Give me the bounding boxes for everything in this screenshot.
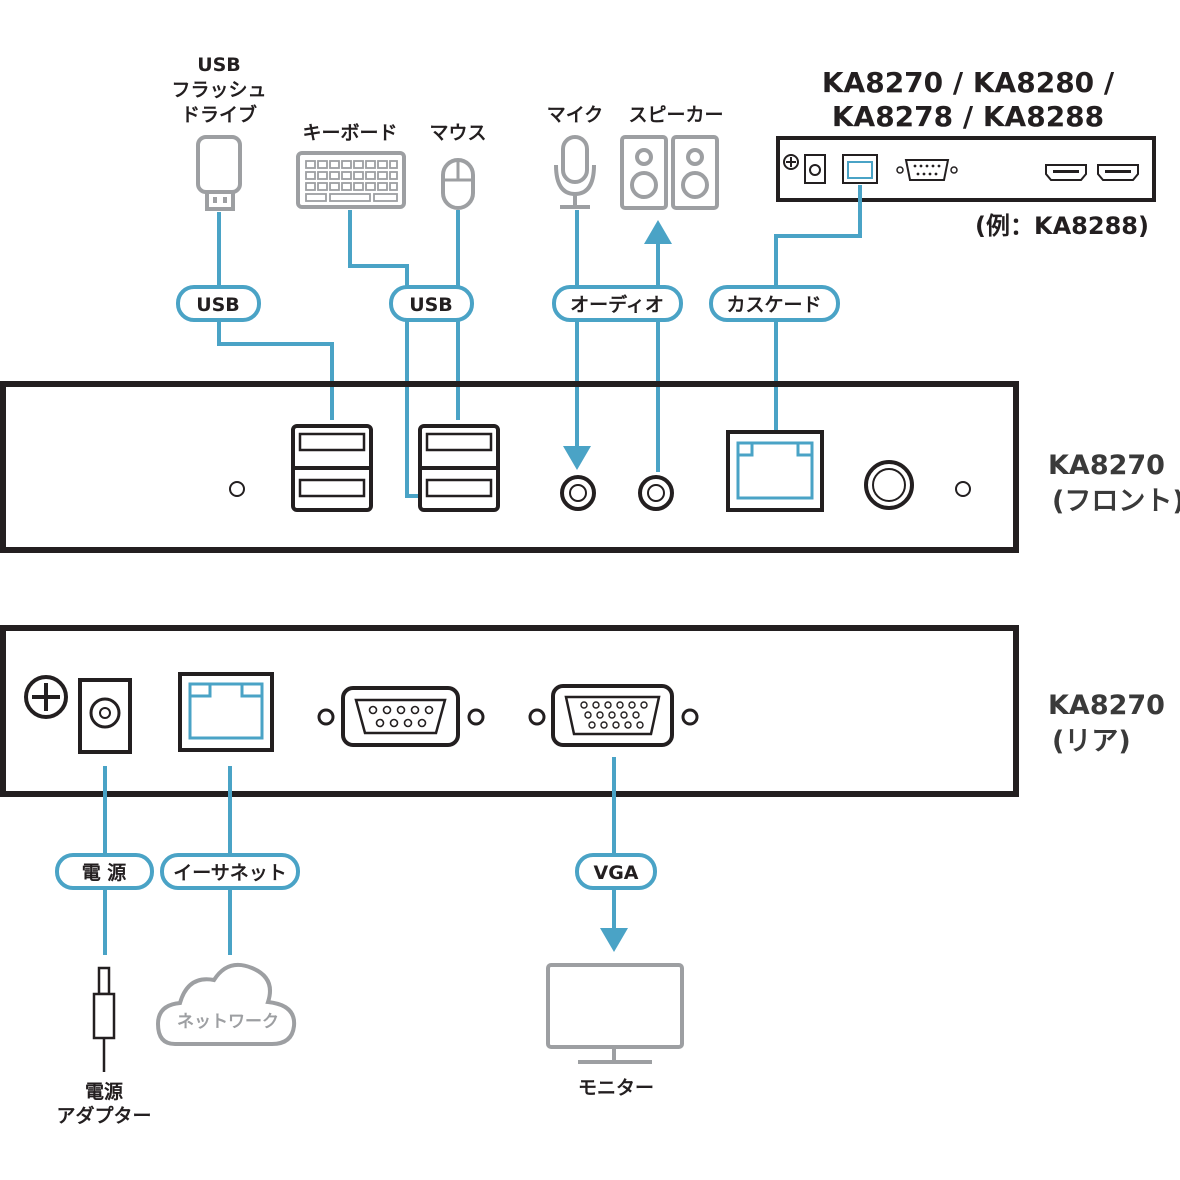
cascade-device — [776, 136, 1156, 202]
usb-pill-2: USB — [389, 285, 474, 322]
hdmi-port-1 — [1045, 164, 1087, 181]
svg-text:電 源: 電 源 — [82, 861, 127, 884]
front-panel — [0, 381, 1019, 553]
vga-pill: VGA — [575, 853, 657, 890]
mouse-icon — [441, 158, 475, 210]
keyboard-label: キーボード — [302, 122, 397, 144]
rear-panel — [0, 625, 1019, 797]
monitor-icon — [546, 963, 684, 1064]
dc-power-jack — [78, 678, 132, 754]
front-rj45-port — [726, 430, 824, 512]
power-adapter-label: 電源 アダプター — [56, 1080, 151, 1127]
power-pill: 電 源 — [55, 853, 154, 890]
svg-text:(リア): (リア) — [1052, 726, 1131, 757]
svg-text:KA8270: KA8270 — [1048, 450, 1165, 481]
svg-text:オーディオ: オーディオ — [570, 293, 664, 316]
svg-text:USB: USB — [196, 294, 240, 316]
mic-jack — [560, 475, 596, 511]
svg-text:(フロント): (フロント) — [1052, 486, 1180, 517]
svg-text:USB: USB — [197, 54, 241, 76]
audio-pill: オーディオ — [552, 285, 683, 322]
svg-text:KA8270 / KA8280 /: KA8270 / KA8280 / — [822, 66, 1115, 99]
svg-text:KA8270: KA8270 — [1048, 690, 1165, 721]
speakers-icon — [620, 135, 719, 210]
mouse-label: マウス — [429, 122, 486, 144]
monitor-label: モニター — [578, 1077, 654, 1099]
network-cloud-icon: ネットワーク — [155, 963, 297, 1046]
svg-text:ドライブ: ドライブ — [181, 103, 257, 126]
rear-ground-screw-icon — [24, 675, 68, 719]
ground-screw-icon — [783, 154, 799, 170]
svg-text:アダプター: アダプター — [56, 1104, 151, 1127]
svg-text:フラッシュ: フラッシュ — [171, 79, 266, 101]
rear-db9-port — [317, 686, 485, 747]
rear-panel-label: KA8270 (リア) — [1048, 690, 1165, 757]
example-label: (例：KA8288) — [975, 212, 1149, 240]
cascade-rj45-port — [842, 154, 878, 184]
hdmi-port-2 — [1097, 164, 1139, 181]
keyboard-icon — [296, 151, 406, 209]
front-usb-port-group-1 — [291, 424, 373, 512]
speaker-label: スピーカー — [628, 104, 723, 126]
rear-vga-port — [528, 684, 699, 747]
svg-text:電源: 電源 — [85, 1080, 123, 1103]
usb-pill-1: USB — [176, 285, 261, 322]
svg-text:KA8278 / KA8288: KA8278 / KA8288 — [832, 100, 1104, 133]
svg-text:USB: USB — [409, 294, 453, 316]
front-button — [864, 460, 914, 510]
svg-text:VGA: VGA — [593, 862, 638, 884]
speaker-jack — [638, 475, 674, 511]
usb-flash-drive-icon — [196, 135, 242, 211]
svg-text:カスケード: カスケード — [726, 294, 821, 316]
svg-text:イーサネット: イーサネット — [173, 862, 287, 884]
cascade-pill: カスケード — [709, 285, 840, 322]
cascade-db9-port — [896, 159, 958, 181]
network-label: ネットワーク — [177, 1012, 279, 1032]
microphone-icon — [554, 135, 596, 209]
power-plug-icon — [92, 966, 116, 1072]
ethernet-pill: イーサネット — [160, 853, 300, 890]
usb-flash-label: USB フラッシュ ドライブ — [171, 54, 266, 126]
front-panel-label: KA8270 (フロント) — [1048, 450, 1180, 517]
front-usb-port-group-2 — [418, 424, 500, 512]
rear-rj45-port — [178, 672, 274, 752]
mic-label: マイク — [547, 104, 604, 126]
models-label: KA8270 / KA8280 / KA8278 / KA8288 — [822, 66, 1115, 133]
